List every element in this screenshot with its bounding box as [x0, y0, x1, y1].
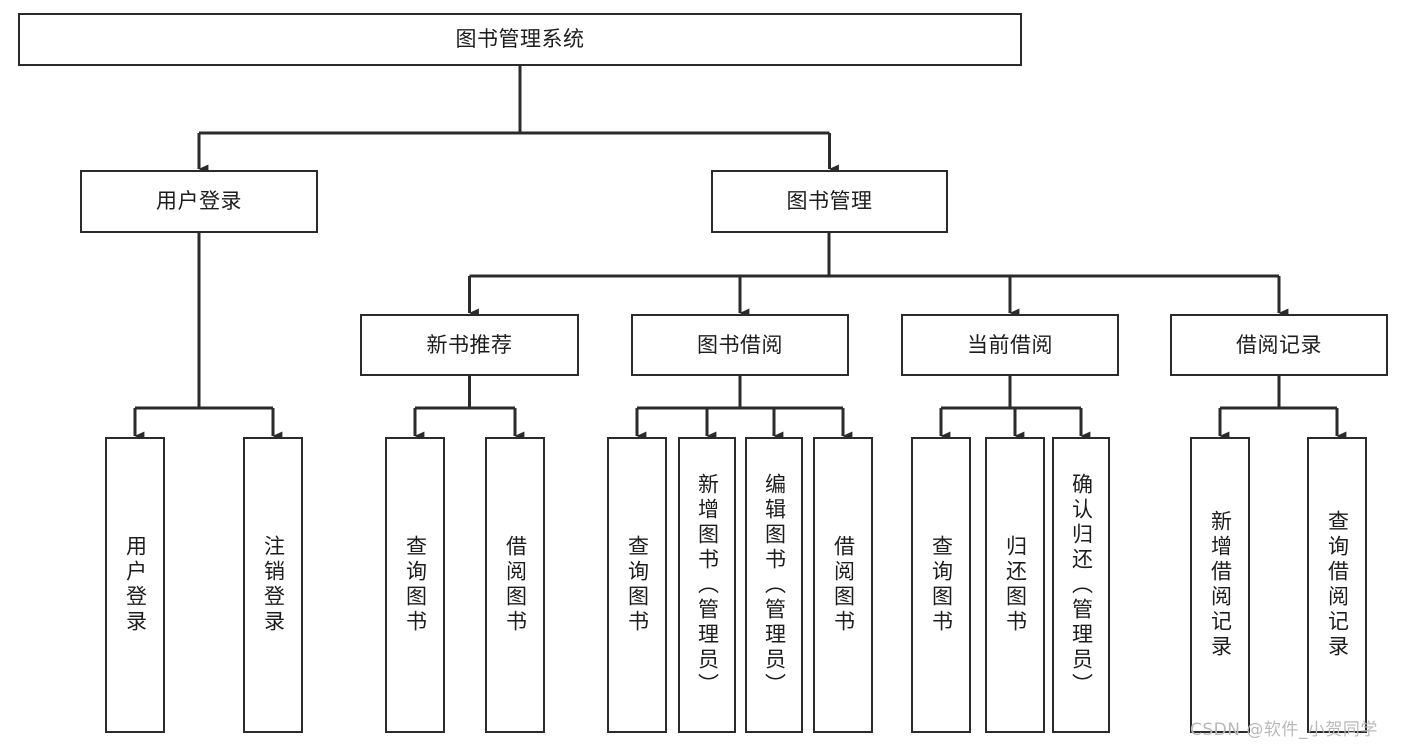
- node-user-login-label: 用户登录: [156, 189, 242, 214]
- node-current-borrow-label: 当前借阅: [967, 332, 1053, 357]
- leaf-leaf-add-book[interactable]: 新增图书（管理员）: [678, 437, 736, 733]
- node-book-manage[interactable]: 图书管理: [711, 170, 948, 233]
- leaf-leaf-query-book-2[interactable]: 查询图书: [607, 437, 667, 733]
- leaf-leaf-query-book-3[interactable]: 查询图书: [911, 437, 971, 733]
- leaf-leaf-add-record[interactable]: 新增借阅记录: [1190, 437, 1250, 733]
- leaf-leaf-query-book-2-label: 查询图书: [625, 535, 650, 635]
- leaf-leaf-add-record-label: 新增借阅记录: [1208, 510, 1233, 660]
- leaf-leaf-query-book-3-label: 查询图书: [929, 535, 954, 635]
- leaf-leaf-query-book-1-label: 查询图书: [403, 535, 428, 635]
- node-borrow-record[interactable]: 借阅记录: [1170, 314, 1388, 376]
- leaf-leaf-query-book-1[interactable]: 查询图书: [385, 437, 445, 733]
- leaf-leaf-edit-book[interactable]: 编辑图书（管理员）: [745, 437, 803, 733]
- leaf-leaf-logout-label: 注销登录: [261, 535, 286, 635]
- leaf-leaf-edit-book-label: 编辑图书（管理员）: [762, 472, 787, 698]
- node-new-book-recommend-label: 新书推荐: [426, 332, 513, 357]
- node-book-manage-label: 图书管理: [786, 189, 873, 214]
- node-user-login[interactable]: 用户登录: [80, 170, 318, 233]
- leaf-leaf-borrow-book-2-label: 借阅图书: [831, 535, 856, 635]
- node-new-book-recommend[interactable]: 新书推荐: [360, 314, 579, 376]
- leaf-leaf-borrow-book-1[interactable]: 借阅图书: [485, 437, 545, 733]
- leaf-leaf-user-login-label: 用户登录: [123, 535, 148, 635]
- leaf-leaf-confirm-return[interactable]: 确认归还（管理员）: [1052, 437, 1110, 733]
- leaf-leaf-user-login[interactable]: 用户登录: [105, 437, 165, 733]
- leaf-leaf-add-book-label: 新增图书（管理员）: [695, 472, 720, 698]
- leaf-leaf-borrow-book-1-label: 借阅图书: [503, 535, 528, 635]
- leaf-leaf-confirm-return-label: 确认归还（管理员）: [1069, 472, 1094, 698]
- node-root-label: 图书管理系统: [455, 27, 585, 52]
- node-current-borrow[interactable]: 当前借阅: [901, 314, 1119, 376]
- leaf-leaf-query-record[interactable]: 查询借阅记录: [1307, 437, 1367, 733]
- node-root[interactable]: 图书管理系统: [18, 13, 1022, 66]
- leaf-leaf-borrow-book-2[interactable]: 借阅图书: [813, 437, 873, 733]
- leaf-leaf-query-record-label: 查询借阅记录: [1325, 510, 1350, 660]
- node-book-borrow-label: 图书借阅: [697, 332, 783, 357]
- node-borrow-record-label: 借阅记录: [1236, 332, 1322, 357]
- leaf-leaf-return-book-label: 归还图书: [1003, 535, 1028, 635]
- leaf-leaf-logout[interactable]: 注销登录: [243, 437, 303, 733]
- node-book-borrow[interactable]: 图书借阅: [631, 314, 849, 376]
- leaf-leaf-return-book[interactable]: 归还图书: [985, 437, 1045, 733]
